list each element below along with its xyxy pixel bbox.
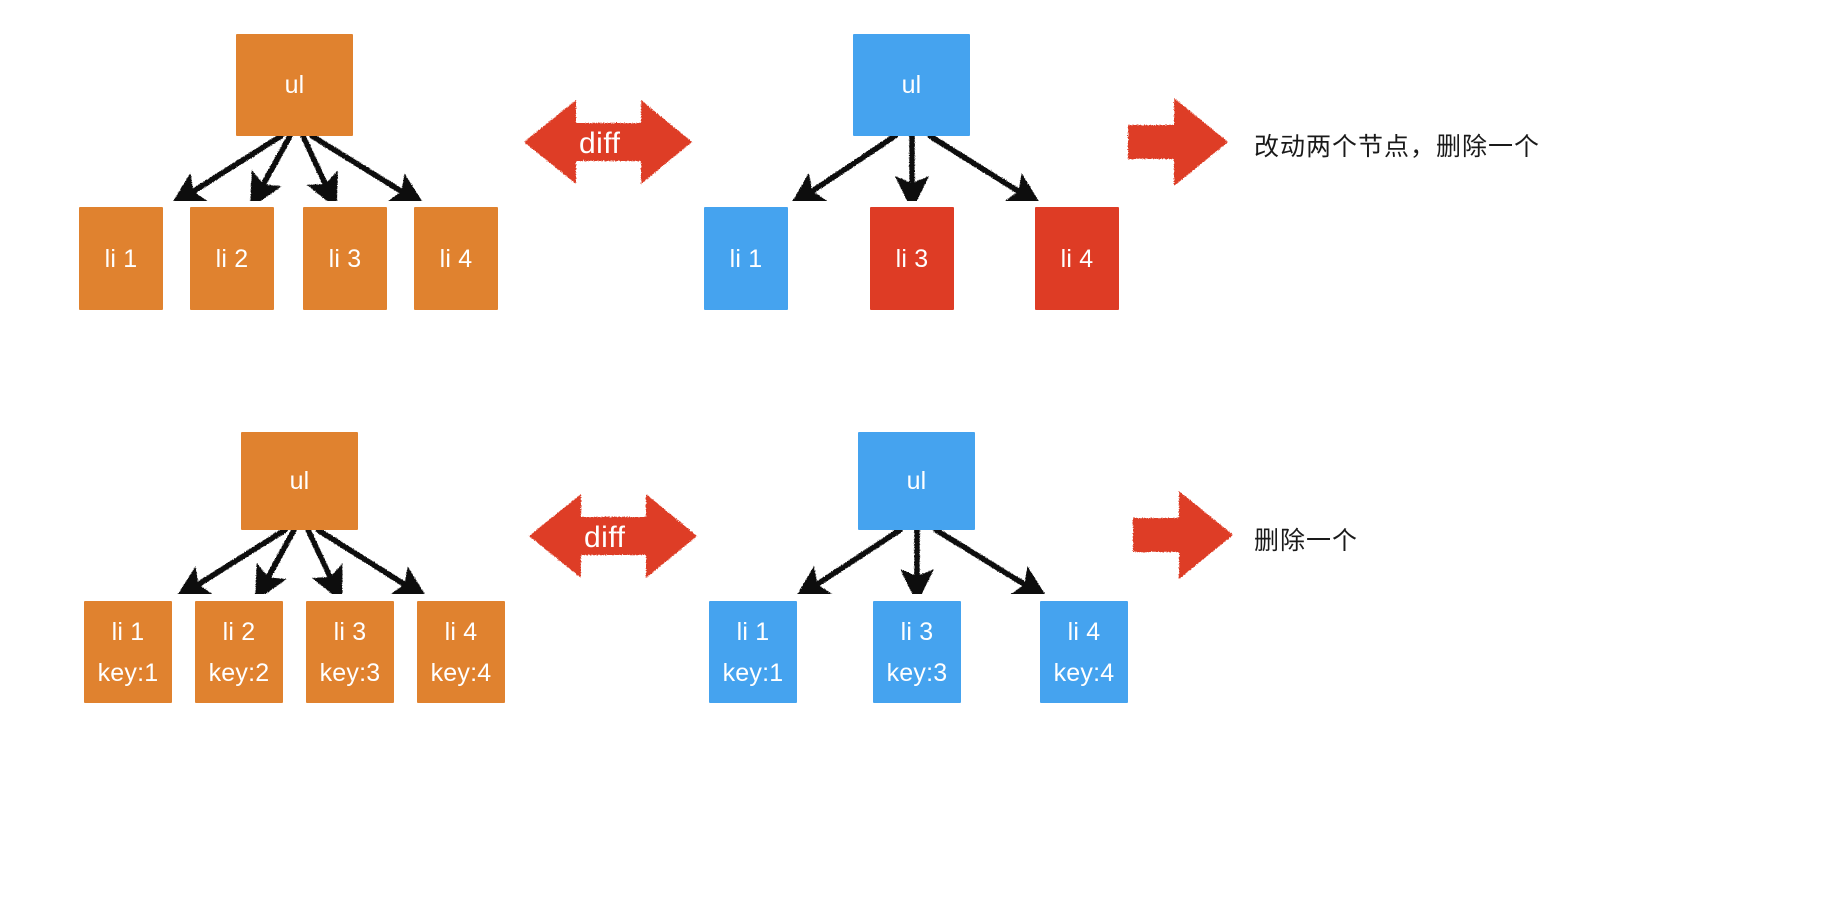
node-old-child-1-bottom[interactable]: li 1 key:1 bbox=[84, 601, 172, 703]
tree-edges-bottom-right bbox=[794, 527, 1048, 604]
node-key-label: key:3 bbox=[886, 658, 948, 687]
node-label: ul bbox=[289, 467, 310, 495]
node-old-child-3-top[interactable]: li 3 bbox=[303, 207, 387, 310]
node-key-label: key:1 bbox=[722, 658, 784, 687]
node-new-root-bottom[interactable]: ul bbox=[858, 432, 975, 530]
node-label: ul bbox=[906, 467, 927, 495]
node-label: li 4 bbox=[439, 244, 473, 273]
node-label: li 2 bbox=[222, 617, 256, 646]
node-label: ul bbox=[901, 71, 922, 99]
node-label: li 3 bbox=[895, 244, 929, 273]
node-old-child-3-bottom[interactable]: li 3 key:3 bbox=[306, 601, 394, 703]
node-old-root-top[interactable]: ul bbox=[236, 34, 353, 136]
node-label: li 3 bbox=[900, 617, 934, 646]
node-new-root-top[interactable]: ul bbox=[853, 34, 970, 136]
node-label: li 3 bbox=[333, 617, 367, 646]
node-label: li 1 bbox=[104, 244, 138, 273]
node-key-label: key:4 bbox=[430, 658, 492, 687]
node-old-child-2-top[interactable]: li 2 bbox=[190, 207, 274, 310]
node-label: li 3 bbox=[328, 244, 362, 273]
node-new-child-2-top[interactable]: li 3 bbox=[870, 207, 954, 310]
node-key-label: key:2 bbox=[208, 658, 270, 687]
node-label: li 2 bbox=[215, 244, 249, 273]
node-old-child-2-bottom[interactable]: li 2 key:2 bbox=[195, 601, 283, 703]
tree-edges-top-right bbox=[789, 133, 1042, 211]
node-label: li 4 bbox=[1060, 244, 1094, 273]
node-new-child-3-bottom[interactable]: li 4 key:4 bbox=[1040, 601, 1128, 703]
node-key-label: key:1 bbox=[97, 658, 159, 687]
node-key-label: key:4 bbox=[1053, 658, 1115, 687]
diff-label-bottom: diff bbox=[584, 521, 626, 554]
diff-arrow-top bbox=[524, 100, 692, 184]
result-caption-bottom: 删除一个 bbox=[1254, 527, 1359, 555]
node-new-child-2-bottom[interactable]: li 3 key:3 bbox=[873, 601, 961, 703]
node-label: li 1 bbox=[111, 617, 145, 646]
node-old-root-bottom[interactable]: ul bbox=[241, 432, 358, 530]
tree-edges-top-left bbox=[170, 133, 425, 209]
result-arrow-top bbox=[1128, 98, 1228, 186]
node-new-child-3-top[interactable]: li 4 bbox=[1035, 207, 1119, 310]
node-old-child-4-bottom[interactable]: li 4 key:4 bbox=[417, 601, 505, 703]
diff-label-top: diff bbox=[579, 127, 621, 160]
node-label: ul bbox=[284, 71, 305, 99]
tree-edges-bottom-left bbox=[175, 527, 428, 602]
result-caption-top: 改动两个节点，删除一个 bbox=[1254, 133, 1541, 161]
node-old-child-4-top[interactable]: li 4 bbox=[414, 207, 498, 310]
result-arrow-bottom bbox=[1133, 491, 1233, 579]
node-new-child-1-top[interactable]: li 1 bbox=[704, 207, 788, 310]
node-label: li 4 bbox=[1067, 617, 1101, 646]
node-label: li 1 bbox=[729, 244, 763, 273]
node-label: li 1 bbox=[736, 617, 770, 646]
node-old-child-1-top[interactable]: li 1 bbox=[79, 207, 163, 310]
diff-arrow-bottom bbox=[529, 494, 697, 578]
node-new-child-1-bottom[interactable]: li 1 key:1 bbox=[709, 601, 797, 703]
node-key-label: key:3 bbox=[319, 658, 381, 687]
node-label: li 4 bbox=[444, 617, 478, 646]
